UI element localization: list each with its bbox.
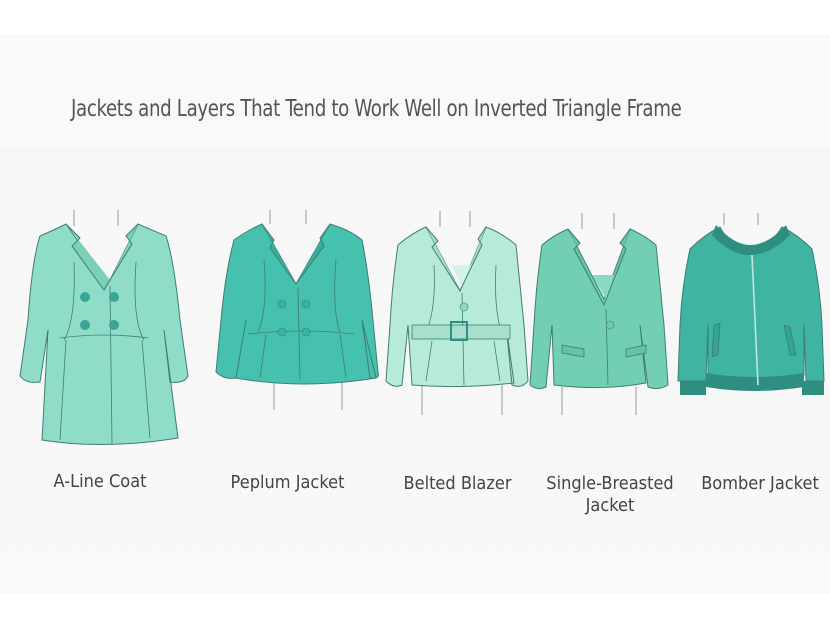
label-peplum-jacket: Peplum Jacket (230, 472, 345, 493)
page-title: Jackets and Layers That Tend to Work Wel… (71, 96, 682, 122)
title-band (0, 34, 830, 151)
bomber-jacket-illustration (677, 213, 825, 395)
label-single-breasted-line2: Jacket (585, 495, 635, 516)
a-line-coat-illustration (19, 210, 189, 446)
label-a-line-coat: A-Line Coat (53, 471, 147, 492)
single-breasted-jacket-illustration (529, 213, 669, 415)
label-bomber-jacket: Bomber Jacket (701, 473, 819, 494)
label-belted-blazer: Belted Blazer (403, 473, 512, 494)
belted-blazer-illustration (385, 211, 529, 415)
label-single-breasted-jacket: Single-Breasted Jacket (543, 473, 678, 517)
peplum-jacket-illustration (215, 210, 379, 410)
label-single-breasted-line1: Single-Breasted (546, 473, 674, 494)
